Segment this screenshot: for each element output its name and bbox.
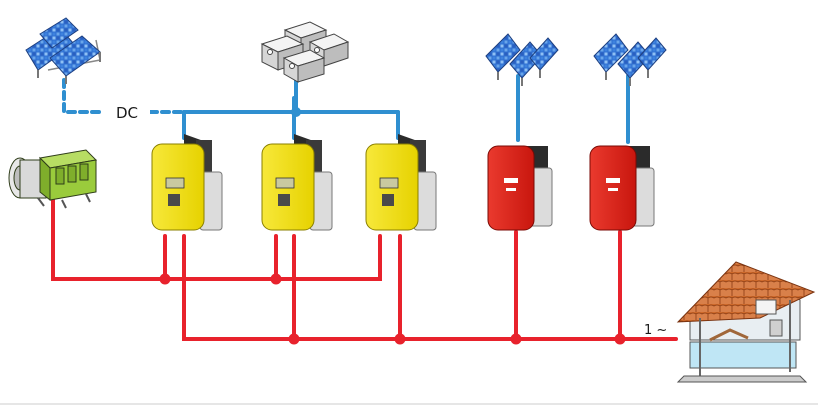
battery-inverter-2 [261, 134, 333, 231]
solar-panel-icon [25, 17, 101, 84]
inverter-display [275, 177, 295, 189]
ac-wiring [51, 188, 678, 341]
solar-panel-icon [593, 33, 667, 86]
pv-inverter-1 [487, 145, 553, 231]
ac-phase-label: 1 ~ [644, 323, 667, 338]
inverter-keypad [382, 194, 394, 206]
dc-label: DC [104, 101, 150, 123]
ac-main-bus [182, 234, 678, 341]
dc-junction-node [291, 107, 301, 117]
inverter-display [504, 178, 518, 183]
battery-bank-icon [260, 21, 350, 83]
house-icon [676, 261, 816, 383]
ac-generator-bus [51, 188, 382, 281]
pv-inverter-2 [589, 145, 655, 231]
inverter-keypad [278, 194, 290, 206]
ac-junction-nodes [159, 273, 626, 345]
pool [689, 341, 797, 369]
inverter-display [606, 178, 620, 183]
inverter-display [165, 177, 185, 189]
battery-inverter-3 [365, 134, 437, 231]
dc-dashed-line [62, 78, 106, 114]
inverter-display [379, 177, 399, 189]
dc-label-text: DC [116, 104, 138, 122]
battery-inverter-1 [151, 134, 223, 231]
inverter-keypad [168, 194, 180, 206]
solar-panel-icon [485, 33, 559, 86]
generator-icon [8, 149, 98, 209]
